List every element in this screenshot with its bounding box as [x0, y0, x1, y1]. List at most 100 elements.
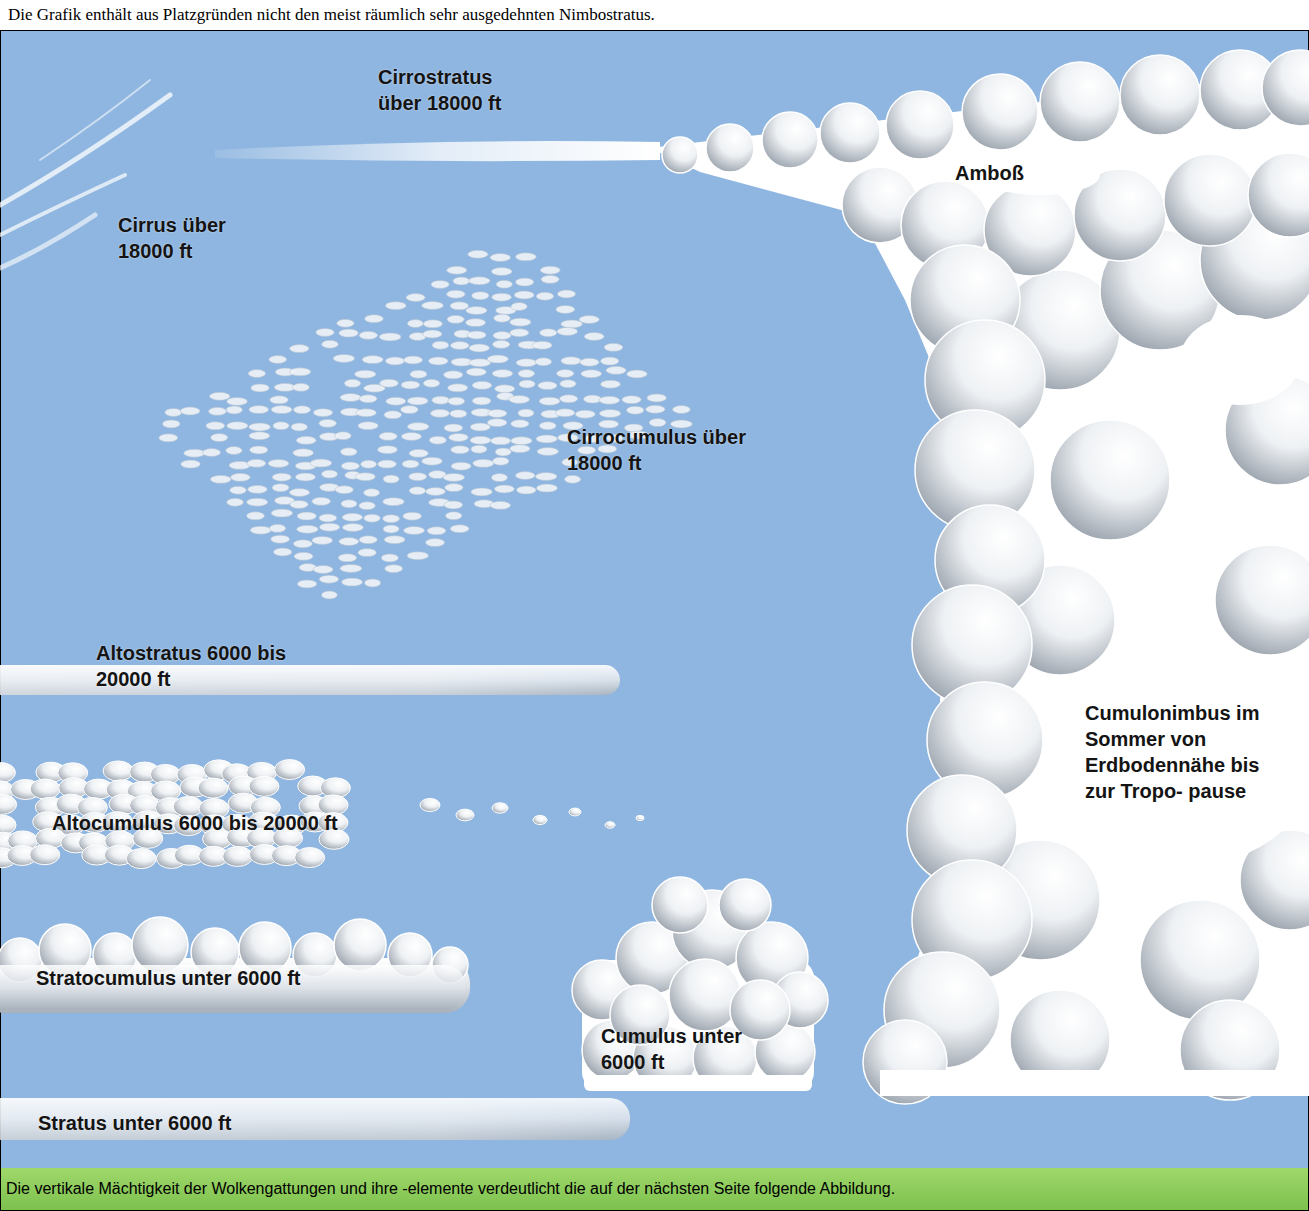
cirrocumulus-flake	[355, 473, 375, 481]
cirrocumulus-flake	[451, 446, 470, 454]
cirrocumulus-flake	[358, 422, 379, 430]
cirrocumulus-flake	[227, 397, 248, 405]
cloud-label: Cirrostratus über 18000 ft	[378, 64, 538, 116]
cirrocumulus-flake	[402, 460, 419, 468]
cirrocumulus-flake	[430, 409, 449, 417]
cirrocumulus-flake	[400, 406, 418, 414]
cirrocumulus-flake	[444, 501, 463, 509]
cirrocumulus-flake	[493, 332, 511, 340]
cirrocumulus-flake	[247, 498, 268, 506]
cirrocumulus-flake	[491, 268, 512, 276]
cirrocumulus-flake	[363, 489, 379, 497]
cirrocumulus-flake	[535, 358, 552, 366]
cirrocumulus-flake	[649, 419, 666, 427]
cirrocumulus-flake	[319, 575, 339, 583]
stratus-cloud	[0, 1098, 630, 1140]
cirrocumulus-flake	[539, 397, 560, 405]
cirrocumulus-flake	[364, 579, 380, 587]
cirrocumulus-flake	[536, 435, 557, 443]
cirrocumulus-flake	[248, 485, 268, 493]
cirrocumulus-flake	[226, 406, 242, 414]
cirrocumulus-flake	[184, 449, 205, 457]
cirrocumulus-flake	[495, 448, 511, 456]
cirrocumulus-flake	[492, 457, 508, 465]
cirrocumulus-flake	[383, 525, 399, 533]
cirrocumulus-flake	[536, 484, 557, 492]
cirrocumulus-flake	[293, 449, 314, 457]
cloud-puff	[669, 959, 741, 1031]
cirrocumulus-flake	[509, 395, 530, 403]
cloud-puff	[132, 917, 188, 973]
cirrocumulus-flake	[249, 423, 271, 431]
cloud-highlight	[1180, 315, 1300, 405]
cirrocumulus-flake	[249, 432, 270, 440]
cirrocumulus-flake	[294, 552, 313, 560]
cirrocumulus-flake	[364, 315, 383, 323]
cirrocumulus-flake	[599, 409, 621, 417]
cirrocumulus-flake	[358, 549, 377, 557]
cirrocumulus-flake	[226, 446, 242, 454]
cirrocumulus-flake	[422, 457, 443, 465]
cirrocumulus-flake	[403, 512, 422, 520]
cirrocumulus-flake	[341, 462, 359, 470]
cirrocumulus-flake	[490, 501, 510, 509]
cloud-label: Stratus unter 6000 ft	[38, 1110, 231, 1136]
cirrocumulus-flake	[647, 394, 667, 402]
cirrocumulus-flake	[385, 357, 404, 365]
altocumulus-element	[492, 803, 508, 813]
cirrocumulus-flake	[471, 488, 492, 496]
altocumulus-element	[249, 776, 279, 796]
cirrocumulus-flake	[297, 580, 317, 588]
stratocumulus-base	[0, 965, 465, 1010]
cirrocumulus-flake	[491, 474, 507, 482]
cirrocumulus-flake	[319, 419, 337, 427]
cirrocumulus-flake	[448, 397, 465, 405]
cirrocumulus-flake	[210, 475, 231, 483]
cirrocumulus-flake	[423, 330, 442, 338]
cirrocumulus-flake	[583, 395, 601, 403]
cloud-puff	[820, 103, 880, 163]
cirrocumulus-flake	[359, 502, 376, 510]
cirrocumulus-flake	[511, 420, 529, 428]
altocumulus-element	[420, 799, 440, 812]
note-text: Die Grafik enthält aus Platzgründen nich…	[8, 5, 655, 25]
cirrocumulus-flake	[248, 370, 265, 378]
cirrocumulus-flake	[469, 344, 490, 352]
cirrocumulus-flake	[466, 307, 487, 315]
cirrocumulus-flake	[532, 341, 552, 349]
cirrocumulus-flake	[492, 370, 513, 378]
cirrocumulus-flake	[601, 380, 621, 388]
cirrocumulus-flake	[291, 423, 308, 431]
frame	[1, 31, 1309, 1211]
cirrocumulus-flake	[293, 540, 312, 548]
cirrocumulus-flake	[335, 486, 353, 494]
altocumulus-element	[295, 848, 325, 868]
cirrocumulus-flake	[251, 384, 270, 392]
cirrocumulus-flake	[468, 250, 488, 258]
cirrocumulus-flake	[627, 370, 648, 378]
cirrocumulus-flake	[362, 356, 383, 364]
cirrocumulus-flake	[338, 554, 357, 562]
cirrocumulus-flake	[359, 536, 377, 544]
cirrocumulus-flake	[344, 379, 360, 387]
cirrocumulus-flake	[312, 497, 331, 505]
cirrocumulus-flake	[672, 406, 690, 414]
cirrocumulus-flake	[492, 340, 509, 348]
cirrocumulus-flake	[518, 409, 534, 417]
cirrocumulus-flake	[472, 397, 491, 405]
cirrocumulus-flake	[451, 462, 471, 470]
cirrocumulus-flake	[269, 524, 285, 532]
cirrocumulus-flake	[356, 409, 376, 417]
cirrocumulus-flake	[423, 379, 440, 387]
altocumulus-element	[569, 808, 581, 816]
cirrocumulus-flake	[516, 359, 537, 367]
cirrocumulus-flake	[556, 369, 574, 377]
cirrocumulus-flake	[515, 253, 536, 261]
cirrocumulus-flake	[310, 459, 332, 467]
cirrocumulus-flake	[410, 370, 427, 378]
cirrostratus-cloud	[215, 141, 660, 161]
cirrocumulus-flake	[341, 500, 357, 508]
cirrocumulus-flake	[339, 329, 359, 337]
cirrocumulus-flake	[322, 340, 339, 348]
altocumulus-element	[0, 763, 15, 783]
